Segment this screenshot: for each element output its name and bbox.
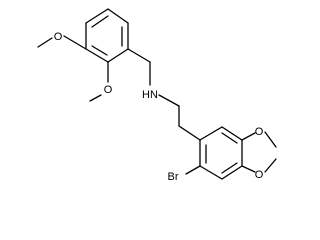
dioxole-bond: [241, 132, 256, 141]
benzodioxole-ring: [199, 126, 243, 180]
ring1-bond: [107, 8, 129, 24]
methoxy-groups: O O: [37, 31, 113, 102]
bromo-substituent: Br: [168, 165, 201, 183]
dioxole-bond: [241, 165, 256, 173]
ring2-bond: [221, 126, 243, 141]
dimethoxyphenyl-ring: [85, 8, 129, 63]
atom-label-oxygen: O: [255, 169, 264, 181]
chemical-structure-diagram: O O HN O O Br: [37, 8, 277, 183]
ring2-bond: [221, 165, 243, 180]
atom-label-oxygen: O: [255, 126, 264, 138]
benzylic-bond: [127, 48, 151, 63]
atom-label-bromine: Br: [168, 171, 179, 183]
ring2-double-bond: [221, 162, 238, 174]
aryl-br-bond: [185, 165, 201, 175]
methylenedioxy-bridge: O O: [241, 126, 277, 181]
atom-label-oxygen: O: [104, 84, 113, 96]
amine-linker: HN: [127, 48, 201, 141]
dioxole-bond: [264, 131, 277, 148]
ring1-bond: [85, 8, 109, 24]
amine-ethyl-bond: [158, 94, 180, 107]
ring1-double-bond: [91, 45, 108, 56]
o-methyl-bond: [89, 94, 102, 102]
ring1-double-bond: [91, 15, 109, 28]
ring2-bond: [199, 165, 223, 180]
atom-label-nh: HN: [142, 89, 158, 101]
ring2-bond: [199, 126, 223, 141]
ring2-double-bond: [221, 132, 238, 144]
structure-canvas: O O HN O O Br: [37, 8, 277, 183]
ethyl-bond: [178, 125, 201, 141]
ring1-bond: [85, 48, 109, 63]
dioxole-bond: [264, 158, 277, 173]
o-methyl-bond: [37, 37, 53, 48]
ring1-bond: [107, 48, 129, 63]
atom-label-oxygen: O: [54, 31, 63, 43]
aryl-o-bond: [63, 35, 87, 50]
